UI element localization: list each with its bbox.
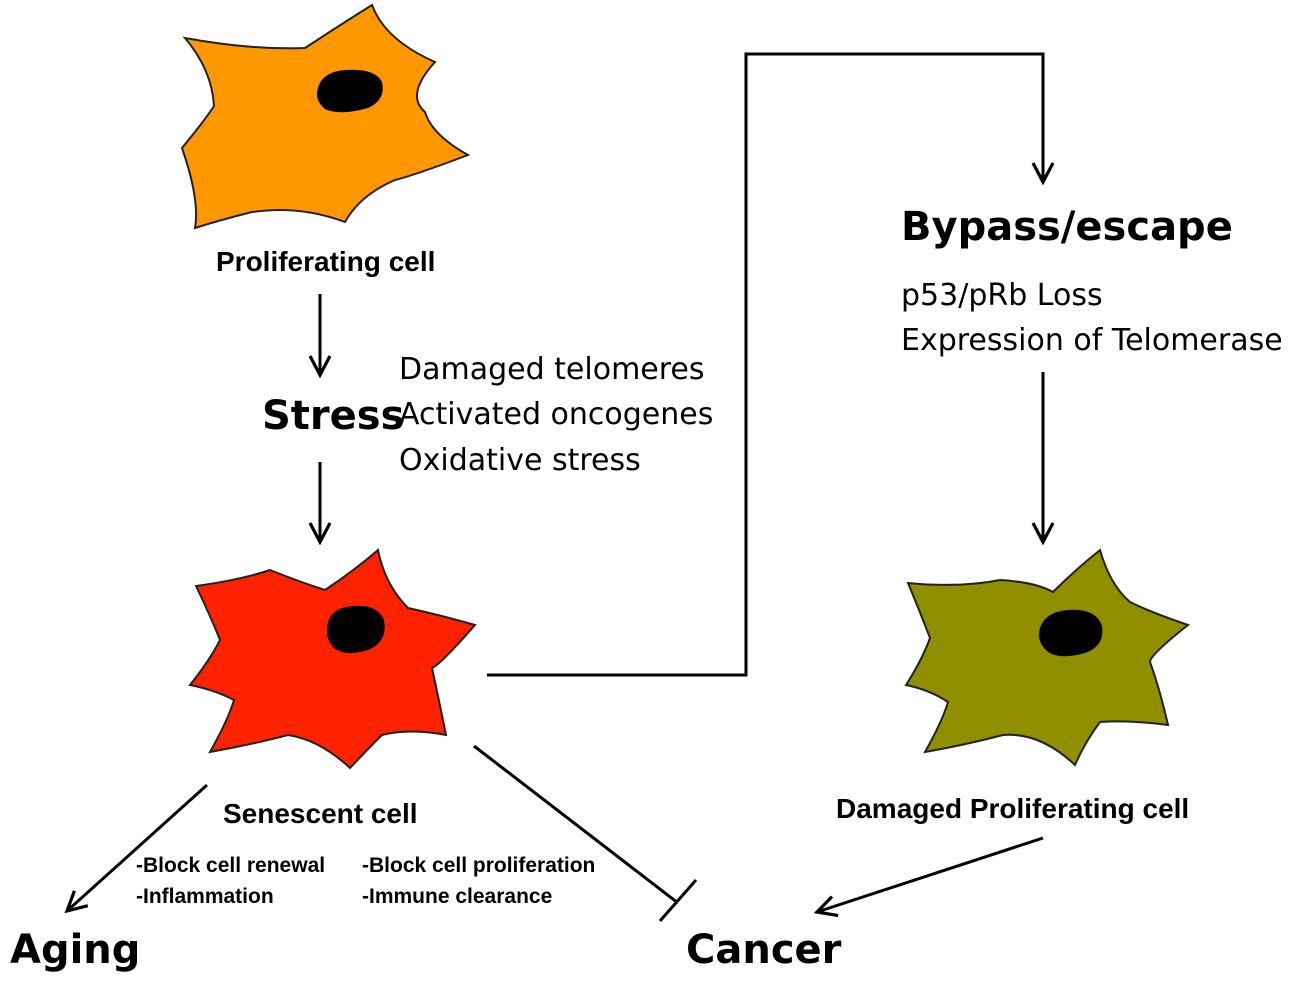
cancer-label: Cancer bbox=[686, 927, 842, 973]
effect-block-cell-renewal: -Block cell renewal bbox=[136, 854, 326, 877]
arrow-senescent-to-aging bbox=[67, 783, 209, 911]
effect-inflammation: -Inflammation bbox=[136, 885, 274, 908]
arrow-senescent-to-bypass bbox=[487, 52, 1043, 677]
effect-block-cell-proliferation: -Block cell proliferation bbox=[362, 854, 596, 877]
bypass-cause-1: p53/pRb Loss bbox=[901, 278, 1103, 313]
stress-cause-1: Damaged telomeres bbox=[399, 352, 705, 387]
senescent-cell-nucleus bbox=[326, 605, 385, 654]
effect-immune-clearance: -Immune clearance bbox=[362, 885, 553, 908]
aging-label: Aging bbox=[10, 927, 141, 973]
stress-cause-2: Activated oncogenes bbox=[399, 397, 714, 432]
inhibition-senescent-to-cancer bbox=[473, 744, 679, 905]
senescent-cell-body bbox=[188, 548, 477, 770]
proliferating-cell-nucleus bbox=[316, 69, 383, 113]
stress-cause-3: Oxidative stress bbox=[399, 443, 641, 478]
inhibition-bar bbox=[658, 879, 698, 922]
bypass-label: Bypass/escape bbox=[901, 204, 1233, 250]
proliferating-cell-body bbox=[180, 3, 471, 230]
damaged-cell bbox=[904, 548, 1191, 767]
stress-label: Stress bbox=[262, 393, 405, 439]
proliferating-cell-label: Proliferating cell bbox=[216, 246, 436, 277]
senescent-cell bbox=[188, 548, 477, 770]
arrow-damaged-to-cancer bbox=[817, 836, 1044, 912]
damaged-cell-label: Damaged Proliferating cell bbox=[836, 793, 1190, 824]
senescent-cell-label: Senescent cell bbox=[223, 798, 418, 829]
damaged-cell-nucleus bbox=[1039, 609, 1103, 657]
damaged-cell-body bbox=[904, 548, 1191, 767]
proliferating-cell bbox=[180, 3, 471, 230]
bypass-cause-2: Expression of Telomerase bbox=[901, 323, 1283, 358]
